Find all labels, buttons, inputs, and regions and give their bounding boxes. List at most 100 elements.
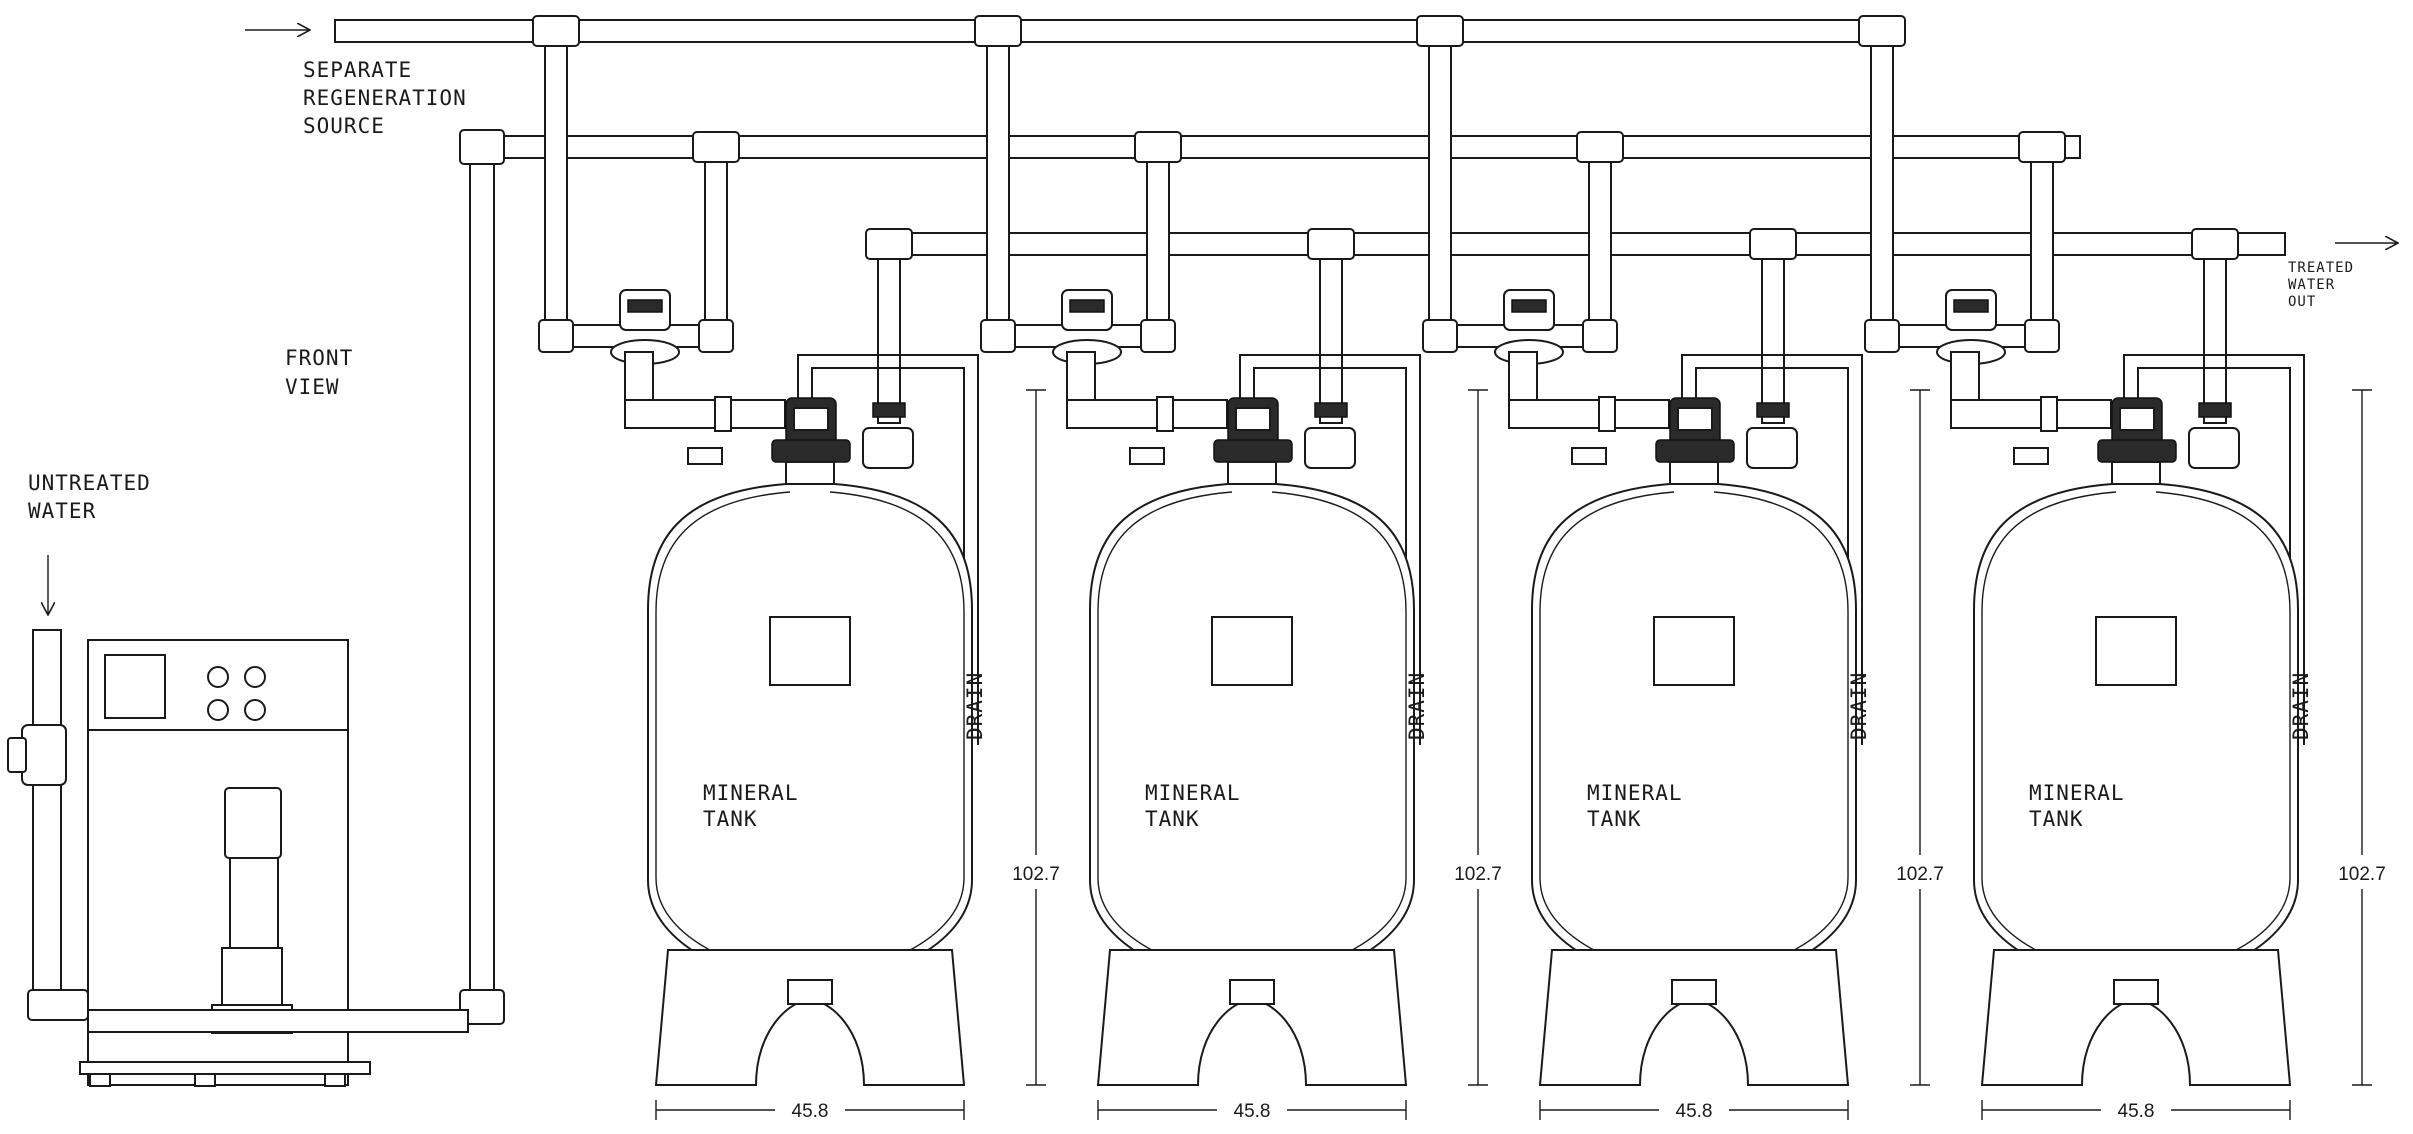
tank-neck [2111, 461, 2161, 485]
battery-box [1129, 447, 1165, 465]
regen-riser [544, 19, 568, 331]
elbow-left [980, 319, 1016, 353]
tank-label-line-1: MINERAL [1587, 781, 1683, 805]
actuator-band [1511, 299, 1547, 313]
drain-line [797, 354, 979, 745]
tank-shell [1531, 483, 1857, 987]
tank-shell [647, 483, 973, 987]
elbow-left [1422, 319, 1458, 353]
outlet-tee [865, 228, 913, 260]
outlet-tee [1749, 228, 1797, 260]
height-label-bg [1448, 855, 1508, 889]
control-base [1213, 439, 1293, 463]
outlet-riser [877, 232, 901, 424]
regen-riser [1870, 19, 1894, 331]
inlet-riser [704, 135, 728, 332]
inlet-riser [2030, 135, 2054, 332]
untreated-water-label: UNTREATED WATER [28, 471, 150, 523]
valve-feed [1066, 399, 1228, 429]
width-label-bg [2101, 1096, 2171, 1124]
tank-label-line-1: MINERAL [703, 781, 799, 805]
regen-source-line-1: SEPARATE [303, 58, 412, 82]
drain-label: DRAIN [1847, 672, 1871, 740]
front-view-line-1: FRONT [285, 346, 353, 370]
tank-neck [785, 461, 835, 485]
regen-tee [1858, 15, 1906, 47]
union [714, 396, 732, 432]
width-dimension-label: 45.8 [1234, 1101, 1271, 1122]
drain-label: DRAIN [1405, 672, 1429, 740]
height-label-bg [1006, 855, 1066, 889]
regeneration-manifold [245, 19, 1901, 43]
tank-units: 102.745.8MINERALTANKDRAIN102.745.8MINERA… [532, 15, 2392, 1124]
drain-line [2123, 354, 2305, 745]
outlet-riser [1761, 232, 1785, 424]
tank-foot-collar [1229, 979, 1275, 1005]
treated-water-out-label: TREATED WATER OUT [2288, 260, 2354, 310]
height-dimension-label: 102.7 [2338, 864, 2386, 885]
height-dimension-label: 102.7 [1454, 864, 1502, 885]
tank-label-line-2: TANK [2029, 807, 2084, 831]
valve-feed [1950, 399, 2112, 429]
front-view-line-2: VIEW [285, 375, 340, 399]
regen-riser [986, 19, 1010, 331]
tank-label-plate [769, 616, 851, 686]
drain-line [1681, 354, 1863, 745]
width-label-bg [1659, 1096, 1729, 1124]
drain-line [1239, 354, 1421, 745]
width-dimension-label: 45.8 [792, 1101, 829, 1122]
inlet-tee [2018, 131, 2066, 163]
height-dimension-label: 102.7 [1012, 864, 1060, 885]
tank-neck [1227, 461, 1277, 485]
control-base [1655, 439, 1735, 463]
drain-label: DRAIN [2289, 672, 2313, 740]
tank-label-line-2: TANK [703, 807, 758, 831]
tank-label-plate [1653, 616, 1735, 686]
tank-label-line-1: MINERAL [2029, 781, 2125, 805]
outlet-valve [1746, 427, 1798, 469]
tank-foot-collar [787, 979, 833, 1005]
untreated-water-line-2: WATER [28, 499, 96, 523]
elbow-right [698, 319, 734, 353]
valve-feed [1508, 399, 1670, 429]
inlet-riser [1588, 135, 1612, 332]
tank-label-line-2: TANK [1145, 807, 1200, 831]
tank-base [1980, 949, 2292, 1086]
treated-manifold [874, 232, 2398, 256]
control-base [2097, 439, 2177, 463]
regen-riser [1428, 19, 1452, 331]
tank-shell [1089, 483, 1415, 987]
height-label-bg [2332, 855, 2392, 889]
regen-source-label: SEPARATE REGENERATION SOURCE [303, 58, 466, 138]
control-display [1677, 407, 1713, 431]
battery-box [687, 447, 723, 465]
height-label-bg [1890, 855, 1950, 889]
tank-label-line-1: MINERAL [1145, 781, 1241, 805]
width-dimension-label: 45.8 [1676, 1101, 1713, 1122]
tank-label-plate [1211, 616, 1293, 686]
outlet-coupling [1314, 402, 1348, 418]
regen-tee [974, 15, 1022, 47]
union [2040, 396, 2058, 432]
valve-feed [624, 399, 786, 429]
inlet-riser [1146, 135, 1170, 332]
treated-water-line-1: TREATED [2288, 260, 2354, 276]
front-view-label: FRONT VIEW [285, 346, 353, 399]
width-label-bg [1217, 1096, 1287, 1124]
elbow-left [1864, 319, 1900, 353]
height-dimension-label: 102.7 [1896, 864, 1944, 885]
actuator-band [1953, 299, 1989, 313]
treated-water-line-2: WATER [2288, 277, 2335, 293]
inlet-tee [1134, 131, 1182, 163]
outlet-valve [2188, 427, 2240, 469]
inlet-tee [1576, 131, 1624, 163]
control-display [2119, 407, 2155, 431]
supply-riser [459, 129, 505, 1025]
outlet-coupling [2198, 402, 2232, 418]
actuator-band [627, 299, 663, 313]
tank-label-line-2: TANK [1587, 807, 1642, 831]
